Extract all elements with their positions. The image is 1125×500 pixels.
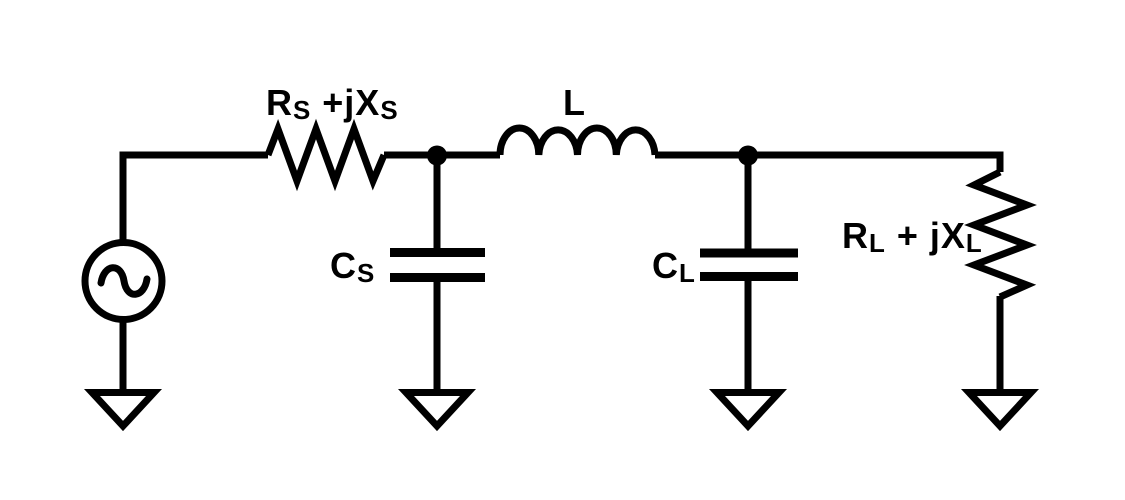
load-resistor-icon — [964, 168, 1037, 301]
junction-dot — [738, 145, 758, 166]
label-subscript: L — [869, 229, 886, 258]
source-capacitor-icon — [390, 248, 485, 282]
label-subscript: L — [679, 259, 696, 288]
ground-icon — [397, 389, 477, 432]
sine-wave-icon — [97, 264, 151, 298]
wire-source-to-resistor — [119, 151, 268, 243]
label-text: C — [330, 245, 357, 286]
load-capacitor-label: CL — [652, 245, 696, 287]
load-capacitor-icon — [700, 248, 798, 281]
source-capacitor-label: CS — [330, 245, 375, 287]
source-impedance-label: RS +jXS — [266, 82, 399, 124]
ground-icon — [708, 389, 788, 432]
ground-symbols — [83, 389, 1040, 432]
label-subscript: S — [293, 96, 312, 125]
label-text: C — [652, 245, 679, 286]
inductor-icon — [496, 124, 659, 156]
label-text: L — [563, 82, 586, 123]
label-text: +jX — [311, 82, 381, 123]
label-text: R — [842, 215, 869, 256]
label-text: + jX — [885, 215, 966, 256]
ac-source-icon — [81, 239, 166, 323]
label-subscript: S — [357, 259, 376, 288]
label-subscript: S — [380, 96, 399, 125]
ac-source-circle — [81, 239, 166, 323]
ground-icon — [83, 389, 163, 432]
load-impedance-label: RL + jXL — [842, 215, 983, 257]
inductor-label: L — [563, 85, 586, 121]
label-text: R — [266, 82, 293, 123]
label-subscript: L — [965, 229, 983, 258]
wires — [119, 151, 1004, 393]
source-resistor-icon — [264, 118, 388, 192]
ground-icon — [960, 389, 1040, 432]
junction-dot — [427, 145, 447, 166]
wire-inductor-to-load — [655, 151, 1004, 172]
